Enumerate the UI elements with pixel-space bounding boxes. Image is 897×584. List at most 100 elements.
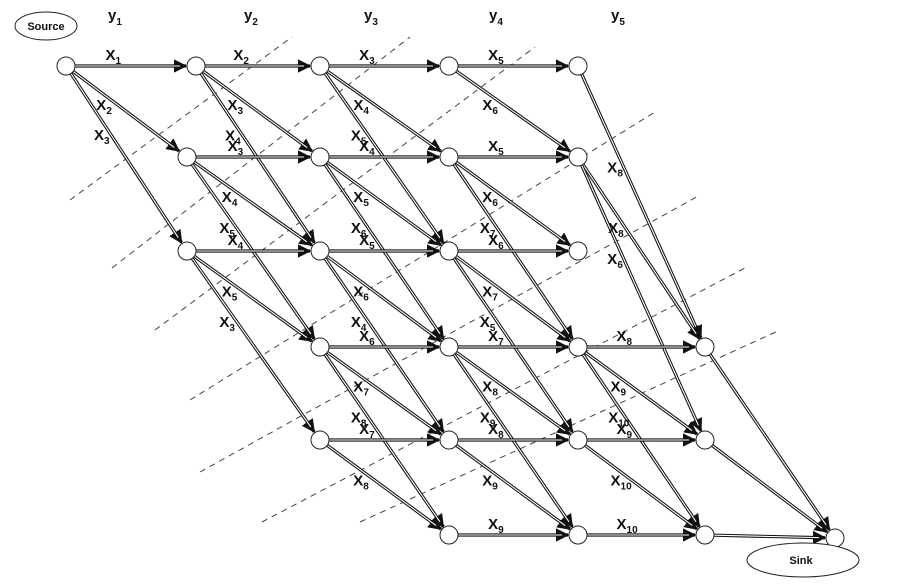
- arc-label-17: X4: [359, 138, 375, 158]
- arc-label-10: X5: [222, 284, 238, 304]
- arc-B2-C3: [193, 254, 313, 343]
- arc-label-43: X8: [617, 328, 633, 348]
- nodes: [56, 56, 845, 548]
- arc-label-5: X4: [225, 127, 241, 147]
- arc-label-44: X9: [611, 379, 627, 399]
- arc-F3-SINK: [708, 353, 831, 531]
- stage-divider-3: [154, 46, 536, 331]
- stage-divider-2: [111, 36, 411, 269]
- arc-label-1: X2: [96, 97, 112, 117]
- sink-terminal: Sink: [746, 542, 860, 578]
- arc-D0-E1: [455, 69, 571, 153]
- arc-A0-B2: [69, 72, 183, 244]
- arc-C4-D5: [326, 444, 443, 531]
- arc-label-24: X7: [353, 379, 369, 399]
- node-b1: [177, 147, 197, 167]
- arc-C2-D3: [326, 255, 443, 343]
- arc-label-3: X2: [233, 47, 249, 67]
- arc-label-37: X8: [488, 421, 504, 441]
- arc-label-30: X7: [480, 220, 496, 240]
- arc-label-25: X8: [351, 410, 367, 430]
- node-b0: [186, 56, 206, 76]
- arc-E1-F4: [580, 164, 703, 433]
- stage-label-4: y4: [489, 7, 503, 28]
- node-d0: [439, 56, 459, 76]
- arc-label-2: X3: [94, 127, 110, 147]
- arc-B2-C4: [190, 257, 316, 433]
- node-c1: [310, 147, 330, 167]
- arc-label-12: X3: [359, 47, 375, 67]
- arc-label-23: X6: [359, 328, 375, 348]
- arc-label-42: X6: [607, 251, 623, 271]
- arc-label-14: X5: [351, 128, 367, 148]
- arc-label-32: X7: [482, 284, 498, 304]
- arc-E1-F3: [581, 163, 701, 340]
- arc-B0-C1: [202, 70, 314, 153]
- arc-label-13: X4: [353, 97, 369, 117]
- arc-label-9: X4: [228, 232, 244, 252]
- arc-label-26: X7: [359, 421, 375, 441]
- arc-C3-D4: [326, 350, 442, 436]
- arc-label-20: X5: [359, 232, 375, 252]
- arc-label-22: X4: [351, 314, 367, 334]
- arc-F4-SINK: [711, 444, 829, 534]
- arc-label-18: X5: [353, 189, 369, 209]
- node-e0: [568, 56, 588, 76]
- stage-labels: y1 y2 y3 y4 y5: [108, 7, 625, 28]
- stage-divider-6: [261, 267, 746, 523]
- node-e4: [568, 430, 588, 450]
- arc-label-33: X5: [480, 314, 496, 334]
- source-label: Source: [27, 21, 64, 33]
- node-f3: [695, 337, 715, 357]
- arc-label-21: X6: [353, 284, 369, 304]
- arc-A0-B1: [72, 70, 181, 153]
- arc-label-0: X1: [106, 47, 122, 67]
- arc-label-45: X10: [608, 409, 630, 429]
- node-e3: [568, 337, 588, 357]
- arc-D4-E5: [455, 444, 572, 531]
- node-c2: [310, 241, 330, 261]
- arc-label-19: X6: [351, 220, 367, 240]
- arc-E0-F3: [580, 73, 703, 340]
- arc-label-34: X7: [488, 328, 504, 348]
- arc-label-8: X5: [219, 220, 235, 240]
- arc-label-40: X8: [607, 160, 623, 180]
- node-d5: [439, 525, 459, 545]
- node-e5: [568, 525, 588, 545]
- stage-label-5: y5: [611, 7, 625, 28]
- node-d3: [439, 337, 459, 357]
- node-c3: [310, 337, 330, 357]
- arc-F5-SINK: [713, 530, 827, 545]
- sink-label: Sink: [789, 555, 813, 567]
- arc-label-36: X9: [480, 410, 496, 430]
- arc-label-39: X9: [488, 516, 504, 536]
- arc-label-28: X5: [488, 138, 504, 158]
- arc-label-35: X8: [482, 379, 498, 399]
- arc-C1-D2: [326, 161, 443, 247]
- stage-label-3: y3: [364, 7, 378, 28]
- arc-label-11: X3: [219, 314, 235, 334]
- arc-E4-F5: [584, 444, 699, 531]
- node-c0: [310, 56, 330, 76]
- arc-label-48: X10: [617, 516, 639, 536]
- arc-E3-F4: [584, 351, 699, 436]
- arc-D2-E3: [455, 255, 572, 343]
- arc-label-6: X3: [228, 138, 244, 158]
- arcs: [69, 59, 831, 545]
- source-terminal: Source: [14, 11, 78, 41]
- arc-D2-E4: [452, 257, 574, 433]
- node-a0: [56, 56, 76, 76]
- node-d1: [439, 147, 459, 167]
- arc-label-15: X5: [488, 47, 504, 67]
- arc-C2-D4: [323, 257, 445, 433]
- arc-label-27: X8: [353, 472, 369, 492]
- arc-label-47: X10: [611, 472, 633, 492]
- node-d2: [439, 241, 459, 261]
- node-sink: [825, 528, 845, 548]
- stage-label-2: y2: [244, 7, 258, 28]
- node-b2: [177, 241, 197, 261]
- arc-label-31: X6: [488, 232, 504, 252]
- arc-labels: X1X2X3X2X3X4X3X4X5X4X5X3X3X4X5X5X6X4X5X6…: [94, 47, 638, 536]
- arc-label-4: X3: [228, 97, 244, 117]
